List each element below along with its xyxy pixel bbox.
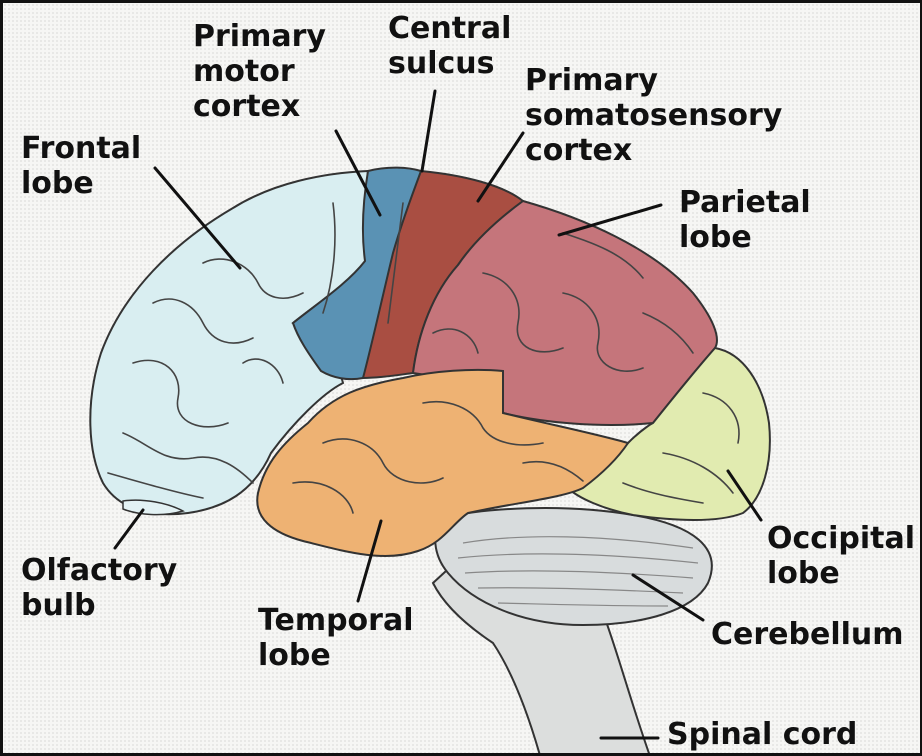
label-occipital-lobe: Occipital lobe <box>767 521 915 591</box>
label-frontal-lobe: Frontal lobe <box>21 131 141 201</box>
label-central-sulcus: Central sulcus <box>388 11 511 81</box>
label-temporal-lobe: Temporal lobe <box>258 603 414 673</box>
label-primary-motor-cortex: Primary motor cortex <box>193 19 326 124</box>
leader-line-central-sulcus <box>422 91 435 171</box>
label-spinal-cord: Spinal cord <box>667 717 857 752</box>
label-parietal-lobe: Parietal lobe <box>679 185 811 255</box>
label-olfactory-bulb: Olfactory bulb <box>21 553 177 623</box>
leader-line-olfactory <box>115 510 143 548</box>
label-cerebellum: Cerebellum <box>711 617 904 652</box>
label-primary-somatosensory-cortex: Primary somatosensory cortex <box>525 63 782 168</box>
